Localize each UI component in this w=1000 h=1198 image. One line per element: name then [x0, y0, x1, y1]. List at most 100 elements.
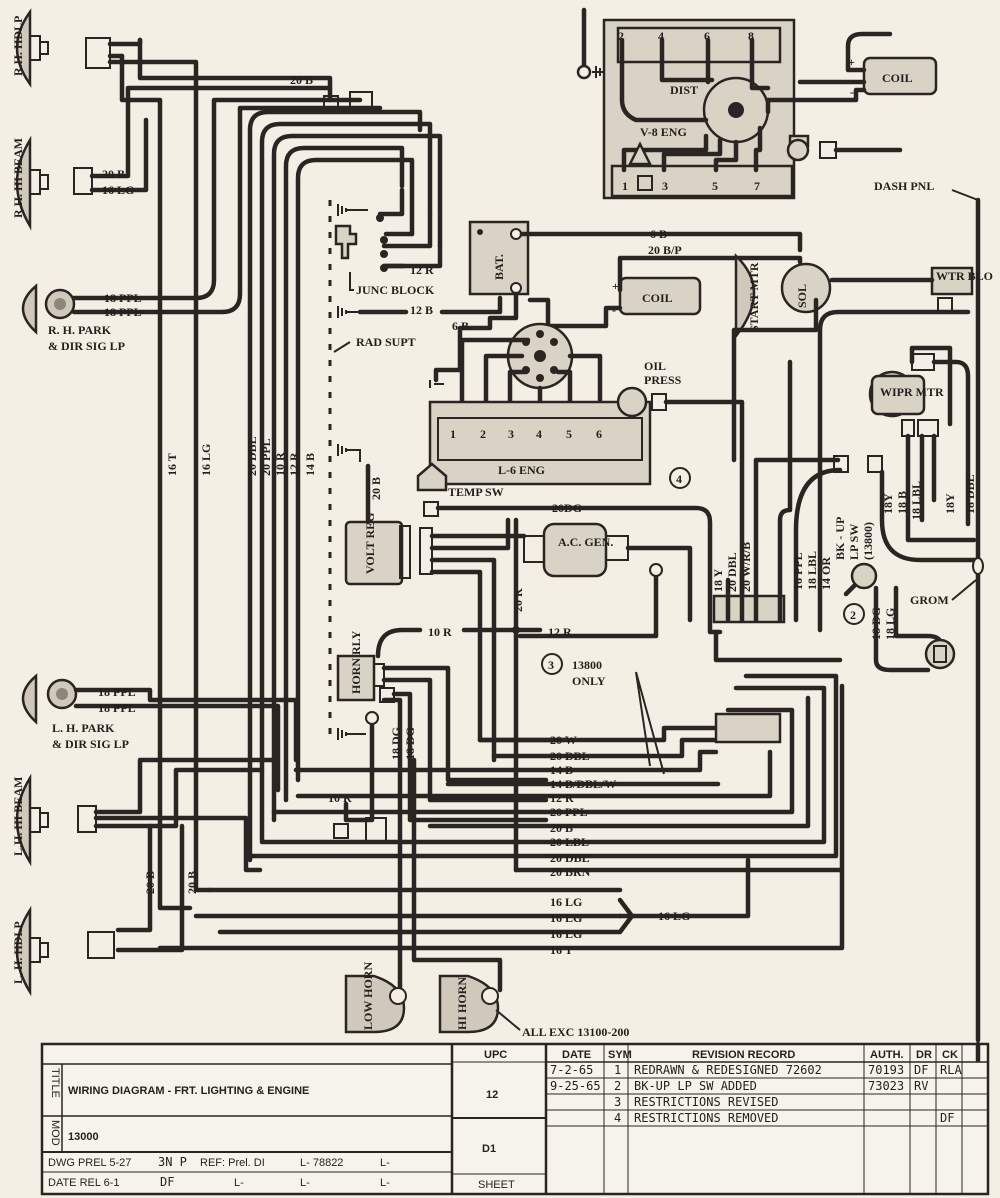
l6-coil-label: COIL — [642, 291, 673, 305]
bundle-10: 16 LG — [550, 895, 582, 909]
w-18b: 18 B — [895, 491, 909, 514]
v8-t-8: 8 — [748, 29, 754, 43]
v8-b-7: 7 — [754, 179, 760, 193]
r12: 12 R — [548, 625, 572, 639]
bundle-9: 20 BRN — [550, 865, 591, 879]
lh-headlamp: L. H. HDLP — [11, 905, 49, 997]
horn-dg-2: 18 DG — [403, 727, 417, 760]
horn-rly-label: HORN RLY — [349, 630, 363, 694]
tb-sheet-label: SHEET — [478, 1179, 515, 1191]
gen-20dg: 20DG — [552, 501, 582, 515]
bk-16ppl: 16 PPL — [791, 552, 805, 590]
dist-label: DIST — [670, 83, 698, 97]
tb-sheet-code: D1 — [482, 1143, 496, 1155]
revision-ck: DF — [940, 1111, 954, 1125]
backup-lamp — [924, 638, 956, 670]
rh-park-label: R. H. PARK — [48, 323, 112, 337]
rh-park-label-2: & DIR SIG LP — [48, 339, 125, 353]
tb-model: 13000 — [68, 1131, 99, 1143]
oil-label-2: PRESS — [644, 373, 682, 387]
hi-horn-label: HI HORN — [455, 977, 469, 1030]
bundle-3: 14 B/DBL/W — [550, 777, 616, 791]
vert-10r: 10 R — [273, 452, 287, 476]
bundle-5: 20 PPL — [550, 805, 588, 819]
l6-t-2: 2 — [480, 427, 486, 441]
water-blower: WTR BLO — [930, 266, 993, 313]
w-18lbl: 18 LBL — [909, 481, 923, 520]
rh-hi-beam: R.H. HI BEAM — [11, 135, 49, 231]
revision-sym: 3 — [614, 1095, 621, 1109]
svg-text:+: + — [612, 279, 619, 293]
tb-date-0: DATE REL 6-1 — [48, 1177, 120, 1189]
revision-date: 9-25-65 — [550, 1079, 601, 1093]
rh-beam-20b: 20 B — [102, 167, 125, 181]
rh-hi-beam-label: R.H. HI BEAM — [11, 138, 25, 218]
bk-up-1: BK - UP — [833, 517, 847, 560]
ac-generator: A.C. GEN. — [523, 522, 629, 578]
l6-oil-sender: OIL PRESS — [616, 359, 682, 418]
l6-coil: COIL + - — [612, 276, 702, 317]
v8-oil-sender — [786, 134, 903, 162]
horn-dg-1: 18 DG — [389, 727, 403, 760]
wipr-mtr-label: WIPR MTR — [880, 385, 944, 399]
tb-title-label: TITLE — [49, 1068, 61, 1098]
bk-18lbl: 18 LBL — [805, 551, 819, 590]
w-18y2: 18Y — [943, 493, 957, 514]
note-2: 2 — [850, 608, 856, 622]
revision-auth: 73023 — [868, 1079, 904, 1093]
tb-dwg-3: L- 78822 — [300, 1157, 343, 1169]
tb-upc: 12 — [486, 1089, 498, 1101]
revision-record: REDRAWN & REDESIGNED 72602 — [634, 1063, 822, 1077]
bat-6b-top: 6 B — [650, 227, 667, 241]
wtr-blo-label: WTR BLO — [936, 269, 993, 283]
start-mtr-label: START MTR — [747, 262, 761, 332]
lh-20b-a: 20 B — [143, 871, 157, 894]
v8-b-5: 5 — [712, 179, 718, 193]
battery: BAT. — [468, 220, 530, 296]
low-horn: LOW HORN — [344, 962, 407, 1034]
v8-eng-label: V-8 ENG — [640, 125, 687, 139]
l6-eng-label: L-6 ENG — [498, 463, 545, 477]
v8-b-3: 3 — [662, 179, 668, 193]
revision-sym: 1 — [614, 1063, 621, 1077]
lh-park-ppl-1: 18 PPL — [98, 685, 136, 699]
tb-date-1: DF — [160, 1175, 174, 1189]
bundle-1: 20 DBL — [550, 749, 590, 763]
revision-record: RESTRICTIONS REMOVED — [634, 1111, 779, 1125]
vert-20ppl: 20 PPL — [259, 438, 273, 476]
revision-dr: RV — [914, 1079, 928, 1093]
oil-label-1: OIL — [644, 359, 666, 373]
tb-title: WIRING DIAGRAM - FRT. LIGHTING & ENGINE — [68, 1085, 309, 1097]
revision-date: 7-2-65 — [550, 1063, 593, 1077]
bat-6b: 6 B — [452, 319, 469, 333]
tb-h-ck: CK — [942, 1049, 958, 1061]
w-18y: 18Y — [881, 493, 895, 514]
bundle-4: 12 R — [550, 791, 574, 805]
grom-label: GROM — [910, 593, 949, 607]
tb-h-auth: AUTH. — [870, 1049, 904, 1061]
bat-20bp: 20 B/P — [648, 243, 682, 257]
revision-sym: 2 — [614, 1079, 621, 1093]
v8-coil-label: COIL — [882, 71, 913, 85]
horn-relay: HORN RLY — [336, 630, 395, 725]
jb-12r: 12 R — [410, 263, 434, 277]
bk-up-2: LP SW — [847, 524, 861, 560]
vert-16lg: 16 LG — [199, 444, 213, 476]
l6-t-1: 1 — [450, 427, 456, 441]
dash-pnl-label: DASH PNL — [874, 179, 934, 193]
hi-horn: HI HORN — [438, 974, 500, 1034]
temp-sw-label: TEMP SW — [448, 485, 504, 499]
rh-park-lamp: R. H. PARK & DIR SIG LP — [21, 283, 125, 353]
tb-h-sym: SYM — [608, 1049, 632, 1061]
revision-record: RESTRICTIONS REVISED — [634, 1095, 779, 1109]
note-3: 3 — [548, 658, 554, 672]
l6-t-5: 5 — [566, 427, 572, 441]
tb-h-dr: DR — [916, 1049, 932, 1061]
lg-join: 16 LG — [658, 909, 690, 923]
l6-t-3: 3 — [508, 427, 514, 441]
lh-park-lamp: L. H. PARK & DIR SIG LP — [21, 673, 129, 751]
bundle-0: 20 W — [550, 733, 577, 747]
l6-engine: 1 2 3 4 5 6 L-6 ENG — [428, 400, 652, 486]
sol-label: SOL — [795, 284, 809, 308]
v8-b-1: 1 — [622, 179, 628, 193]
